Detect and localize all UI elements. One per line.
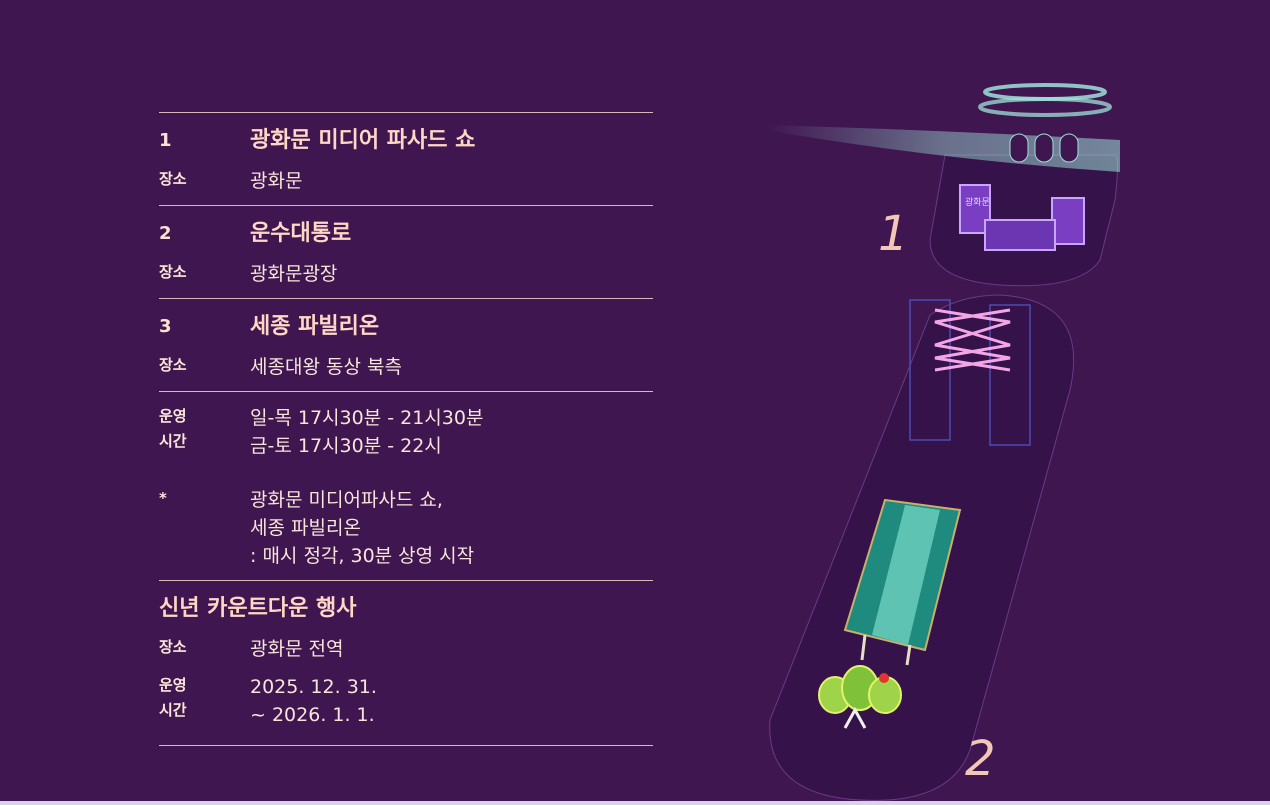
event-section-3: 3 세종 파빌리온 장소 세종대왕 동상 북측 xyxy=(159,298,653,391)
gwanghwamun-gate-icon xyxy=(765,83,1120,172)
place-label: 장소 xyxy=(159,638,187,656)
countdown-title: 신년 카운트다운 행사 xyxy=(159,596,357,621)
map-marker-2: 2 xyxy=(965,731,996,787)
carpet-path-icon xyxy=(843,498,962,666)
note-text: 광화문 미디어파사드 쇼, 세종 파빌리온 : 매시 정각, 30분 상영 시작 xyxy=(250,489,475,567)
event-number: 1 xyxy=(159,130,172,151)
countdown-date: 2025. 12. 31. ~ 2026. 1. 1. xyxy=(250,676,377,726)
event-title: 운수대통로 xyxy=(250,221,352,246)
bottom-border xyxy=(0,801,1270,805)
countdown-section: 신년 카운트다운 행사 장소 광화문 전역 운영 시간 2025. 12. 31… xyxy=(159,580,653,746)
event-info-panel: 1 광화문 미디어 파사드 쇼 장소 광화문 2 운수대통로 장소 광화문광장 … xyxy=(159,112,653,746)
note-mark: * xyxy=(159,489,167,507)
event-title: 세종 파빌리온 xyxy=(250,314,380,339)
media-facade-stage-icon xyxy=(959,184,1085,251)
event-section-1: 1 광화문 미디어 파사드 쇼 장소 광화문 xyxy=(159,112,653,205)
event-number: 3 xyxy=(159,316,172,337)
place-value: 광화문 전역 xyxy=(250,638,344,660)
place-label: 장소 xyxy=(159,356,187,374)
place-value: 세종대왕 동상 북측 xyxy=(250,356,402,378)
sejong-pavilion-icon xyxy=(909,299,1031,446)
hours-label: 운영 시간 xyxy=(159,676,187,719)
event-section-2: 2 운수대통로 장소 광화문광장 xyxy=(159,205,653,298)
place-label: 장소 xyxy=(159,263,187,281)
map-marker-1: 1 xyxy=(878,206,909,262)
place-value: 광화문광장 xyxy=(250,263,338,285)
countdown-trees-icon xyxy=(818,665,902,729)
venue-map-svg: 광화문 1 2 xyxy=(765,83,1120,801)
hours-label: 운영 시간 xyxy=(159,407,187,450)
venue-map-illustration: 광화문 1 2 xyxy=(760,60,1160,805)
event-number: 2 xyxy=(159,223,172,244)
place-label: 장소 xyxy=(159,170,187,188)
event-title: 광화문 미디어 파사드 쇼 xyxy=(250,128,476,153)
operating-hours-section: 운영 시간 일-목 17시30분 - 21시30분 금-토 17시30분 - 2… xyxy=(159,391,653,580)
place-value: 광화문 xyxy=(250,170,303,192)
hours-value: 일-목 17시30분 - 21시30분 금-토 17시30분 - 22시 xyxy=(250,407,484,457)
facade-sign-text: 광화문 xyxy=(965,196,990,208)
